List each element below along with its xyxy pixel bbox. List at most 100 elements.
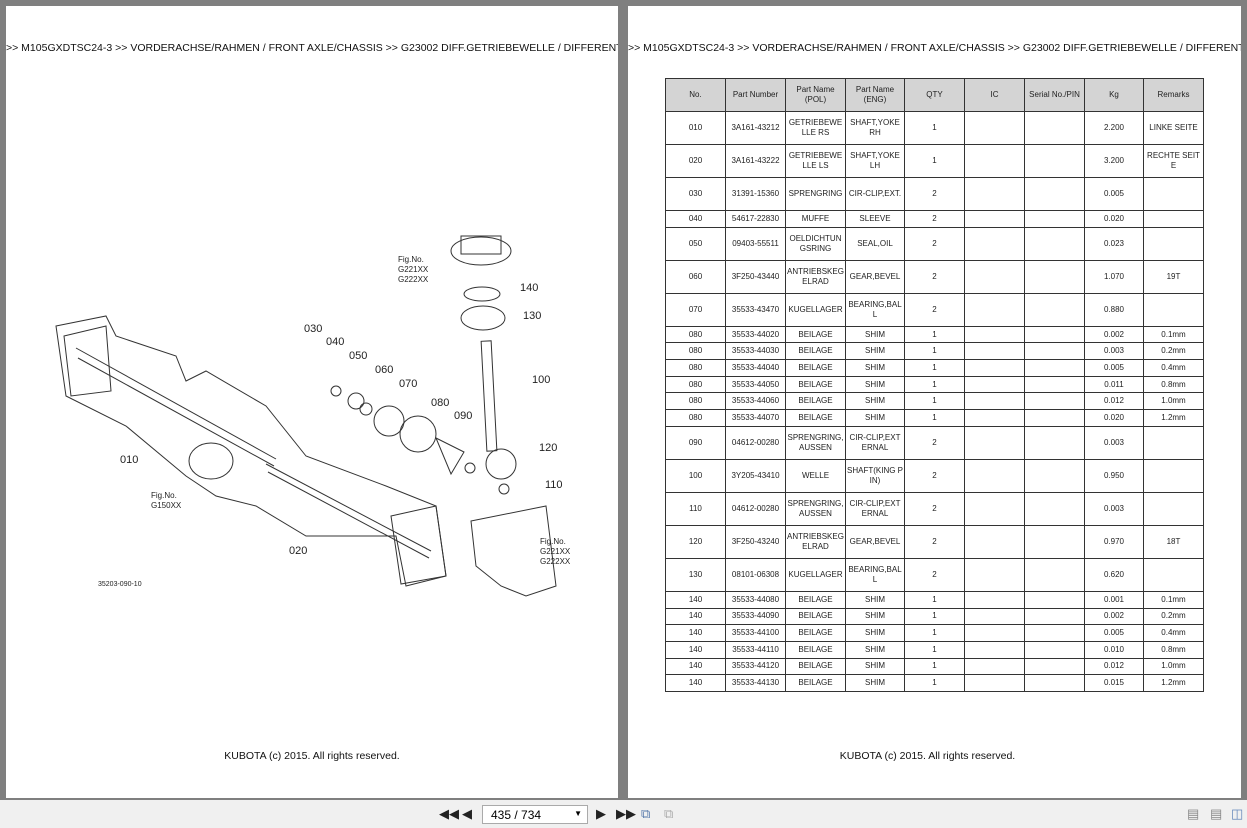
table-cell: 140 [665,674,726,692]
prev-page-button[interactable]: ◀ [462,806,472,821]
table-cell [1024,640,1085,659]
table-cell [964,624,1025,642]
table-cell [1024,325,1085,344]
table-cell: SHIM [845,657,905,676]
table-cell: 0.010 [1084,640,1144,659]
table-cell: SHAFT,YOKE RH [845,111,905,145]
column-header: Part Number [725,78,786,112]
copy-page-icon[interactable]: ⧉ [641,806,651,821]
table-cell: 3F250-43440 [725,259,786,294]
table-cell: 0.4mm [1143,624,1204,642]
table-cell: 04612-00280 [725,425,786,460]
table-cell: SHIM [845,359,905,377]
table-cell [964,144,1025,178]
exploded-parts-diagram: 010 020 030 040 050 060 070 080 090 100 … [55,235,571,597]
table-cell [1024,458,1085,493]
continuous-view-icon[interactable]: ▤ [1210,806,1223,821]
table-cell: BEILAGE [785,359,846,377]
table-cell [964,409,1025,427]
last-page-button[interactable]: ▶▶ [616,806,636,821]
bottom-toolbar: ◀◀ ◀ 435 / 734▼ ▶ ▶▶ ⧉ ⧉ ▤ ▤ ◫ [0,800,1247,828]
table-cell: 0.8mm [1143,640,1204,659]
callout-090: 090 [454,410,472,422]
callout-130: 130 [523,310,541,322]
table-cell: SHIM [845,607,905,626]
table-cell [1024,674,1085,692]
table-cell: ANTRIEBSKEGELRAD [785,259,846,294]
table-cell: 080 [665,325,726,344]
table-cell [1024,226,1085,261]
table-cell: SPRENGRING,AUSSEN [785,425,846,460]
table-cell [964,590,1025,609]
table-cell: SHIM [845,325,905,344]
callout-060: 060 [375,364,393,376]
table-cell: 3.200 [1084,144,1144,178]
table-cell: 35533-44120 [725,657,786,676]
table-cell [964,375,1025,394]
table-cell: 1.2mm [1143,409,1204,427]
table-cell: 0.003 [1084,342,1144,361]
table-cell: SPRENGRING,AUSSEN [785,491,846,526]
table-cell: SHIM [845,342,905,361]
table-cell: 0.005 [1084,359,1144,377]
paste-page-icon[interactable]: ⧉ [664,806,674,821]
table-cell: 040 [665,210,726,228]
table-cell [964,640,1025,659]
table-cell: 19T [1143,259,1204,294]
table-cell [1024,144,1085,178]
callout-120: 120 [539,442,557,454]
table-cell: 1 [904,409,965,427]
table-cell: 1 [904,375,965,394]
table-cell: SPRENGRING [785,177,846,211]
table-cell: 0.012 [1084,657,1144,676]
table-cell: BEILAGE [785,640,846,659]
table-cell: SEAL,OIL [845,226,905,261]
left-page: >> M105GXDTSC24-3 >> VORDERACHSE/RAHMEN … [6,6,618,798]
page-selector[interactable]: 435 / 734▼ [482,805,588,824]
table-cell: 140 [665,624,726,642]
table-cell: 1.2mm [1143,674,1204,692]
table-cell: 1.0mm [1143,392,1204,411]
table-cell [964,674,1025,692]
table-cell: 020 [665,144,726,178]
table-cell: 110 [665,491,726,526]
next-page-button[interactable]: ▶ [596,806,606,821]
callout-020: 020 [289,545,307,557]
table-cell: 1 [904,342,965,361]
callout-070: 070 [399,378,417,390]
table-cell: 1 [904,674,965,692]
first-page-button[interactable]: ◀◀ [439,806,459,821]
two-page-view-icon[interactable]: ◫ [1231,806,1244,821]
callout-140: 140 [520,282,538,294]
table-cell: 0.003 [1084,425,1144,460]
table-cell: CIR-CLIP,EXTERNAL [845,491,905,526]
table-cell: 35533-44090 [725,607,786,626]
table-cell [1143,458,1204,493]
table-cell [964,657,1025,676]
table-cell: 0.012 [1084,392,1144,411]
table-cell: 0.020 [1084,210,1144,228]
single-page-view-icon[interactable]: ▤ [1187,806,1200,821]
table-cell: BEILAGE [785,409,846,427]
table-cell: 080 [665,359,726,377]
table-cell: 1 [904,607,965,626]
callout-040: 040 [326,336,344,348]
table-cell [1024,259,1085,294]
table-cell: 0.023 [1084,226,1144,261]
table-cell: SHIM [845,375,905,394]
table-cell [964,210,1025,228]
table-cell [1024,409,1085,427]
table-cell: 030 [665,177,726,211]
table-cell: 140 [665,657,726,676]
table-cell: 1.070 [1084,259,1144,294]
table-cell: 2 [904,425,965,460]
table-cell: BEILAGE [785,624,846,642]
table-cell: 0.002 [1084,607,1144,626]
table-cell: 1 [904,144,965,178]
table-cell: SHAFT,YOKE LH [845,144,905,178]
table-cell: 35533-43470 [725,292,786,327]
